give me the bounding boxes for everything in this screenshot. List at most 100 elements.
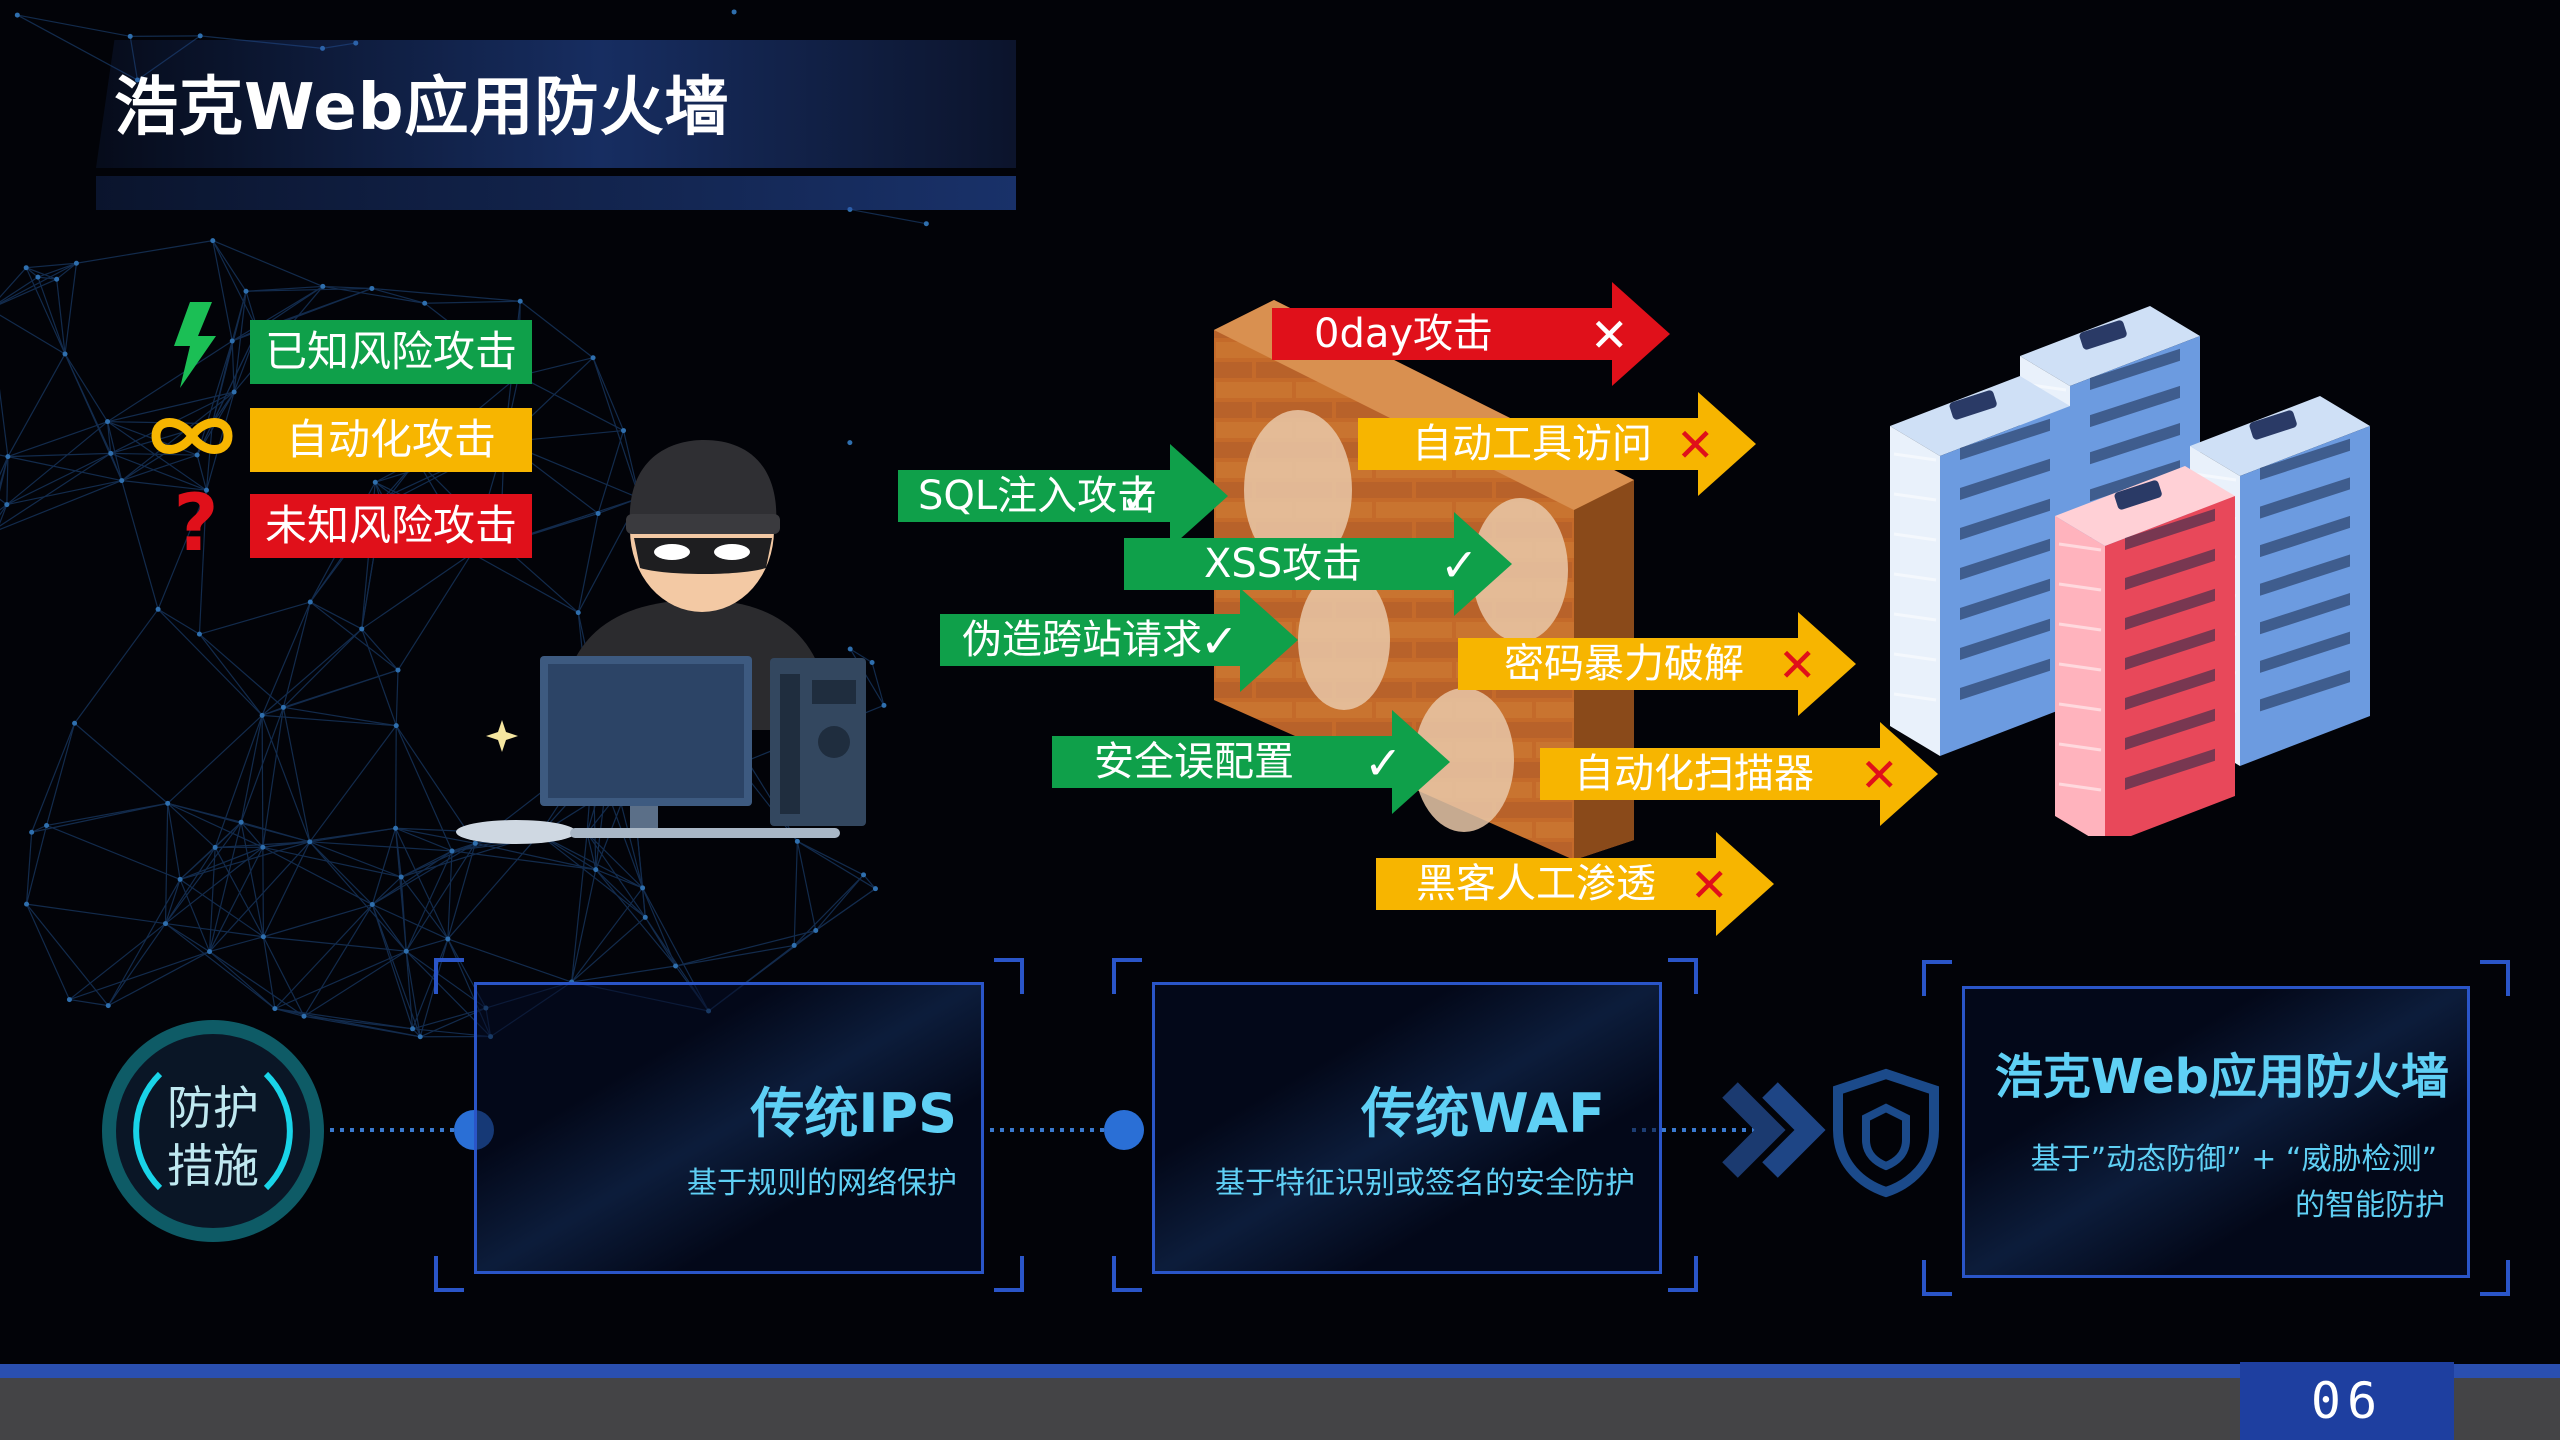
- network-node: [791, 942, 797, 948]
- network-line: [395, 827, 453, 852]
- network-node: [847, 646, 853, 652]
- footer-accent-line: [0, 1364, 2560, 1378]
- network-line: [157, 608, 263, 716]
- check-icon: ✓: [1120, 470, 1159, 524]
- shield-icon: [1826, 1068, 1946, 1198]
- network-line: [424, 300, 521, 304]
- bracket-corner: [2480, 1260, 2510, 1296]
- network-node: [393, 723, 399, 729]
- network-line: [25, 267, 39, 278]
- network-line: [26, 903, 109, 1007]
- network-line: [6, 456, 9, 505]
- network-line: [69, 951, 210, 1001]
- network-node: [212, 844, 218, 850]
- network-line: [25, 832, 33, 905]
- network-line: [74, 608, 159, 724]
- cross-icon: ✕: [1778, 638, 1817, 692]
- card-title: 传统WAF: [1361, 1082, 1605, 1145]
- network-node: [593, 867, 599, 873]
- network-line: [395, 725, 476, 844]
- network-line: [283, 669, 399, 708]
- cross-icon: ✕: [1590, 308, 1629, 362]
- bracket-corner: [1668, 1256, 1698, 1292]
- network-node: [72, 720, 78, 726]
- network-node: [229, 338, 235, 344]
- network-node: [307, 839, 313, 845]
- network-line: [394, 828, 407, 952]
- network-line: [245, 287, 372, 292]
- arrow-label: XSS攻击: [1204, 541, 1363, 587]
- network-line: [283, 706, 397, 727]
- network-line: [231, 285, 324, 342]
- network-line: [262, 841, 310, 848]
- network-line: [0, 276, 39, 303]
- network-line: [675, 944, 795, 967]
- protection-badge: 防护 措施: [100, 1018, 326, 1244]
- network-line: [793, 841, 798, 946]
- network-line: [447, 850, 453, 939]
- network-line: [0, 456, 9, 492]
- card-description: 基于特征识别或签名的安全防护: [1215, 1166, 1635, 1201]
- network-line: [31, 723, 76, 833]
- network-line: [797, 840, 864, 876]
- network-line: [274, 1008, 421, 1038]
- network-node: [640, 885, 646, 891]
- arrow-manual-pentest: 黑客人工渗透 ✕: [1376, 832, 1776, 936]
- card-description: 基于规则的网络保护: [687, 1166, 957, 1201]
- network-line: [262, 846, 373, 906]
- network-line: [64, 353, 112, 454]
- network-line: [405, 843, 476, 952]
- network-line: [7, 353, 66, 457]
- network-line: [412, 938, 449, 1030]
- network-line: [26, 903, 70, 1000]
- network-node: [207, 949, 213, 955]
- network-node: [177, 876, 183, 882]
- bracket-corner: [2480, 960, 2510, 996]
- network-line: [196, 340, 233, 456]
- network-line: [205, 391, 235, 491]
- network-line: [26, 903, 166, 925]
- network-line: [797, 840, 876, 890]
- network-node: [449, 848, 455, 854]
- network-line: [309, 841, 407, 952]
- network-line: [592, 357, 625, 431]
- network-line: [675, 929, 816, 967]
- network-node: [119, 478, 125, 484]
- network-line: [371, 287, 521, 302]
- network-node: [359, 626, 365, 632]
- network-line: [0, 278, 57, 305]
- network-line: [7, 452, 111, 458]
- network-line: [261, 628, 363, 716]
- network-line: [361, 552, 473, 630]
- network-node: [210, 238, 216, 244]
- lightning-icon: [160, 300, 232, 390]
- network-node: [595, 510, 601, 516]
- card-title: 传统IPS: [750, 1082, 957, 1145]
- network-line: [262, 841, 311, 938]
- network-line: [46, 824, 181, 880]
- network-line: [571, 965, 676, 983]
- network-line: [0, 456, 9, 476]
- network-node: [472, 840, 478, 846]
- network-line: [282, 707, 311, 842]
- arrow-misconfig: 安全误配置 ✓: [1052, 710, 1452, 814]
- network-line: [309, 841, 453, 852]
- network-line: [6, 452, 112, 506]
- network-node: [417, 1034, 423, 1040]
- badge-line1: 防护: [167, 1081, 259, 1135]
- network-line: [0, 504, 8, 516]
- network-node: [301, 1013, 307, 1019]
- network-line: [209, 951, 305, 1017]
- network-line: [405, 850, 453, 952]
- network-node: [398, 874, 404, 880]
- network-line: [107, 923, 167, 1006]
- network-line: [106, 421, 112, 454]
- network-line: [538, 833, 646, 918]
- network-node: [369, 285, 375, 291]
- network-line: [395, 827, 449, 940]
- network-line: [56, 262, 77, 280]
- network-line: [447, 834, 540, 940]
- network-node: [403, 948, 409, 954]
- arrow-label: 自动工具访问: [1412, 421, 1652, 467]
